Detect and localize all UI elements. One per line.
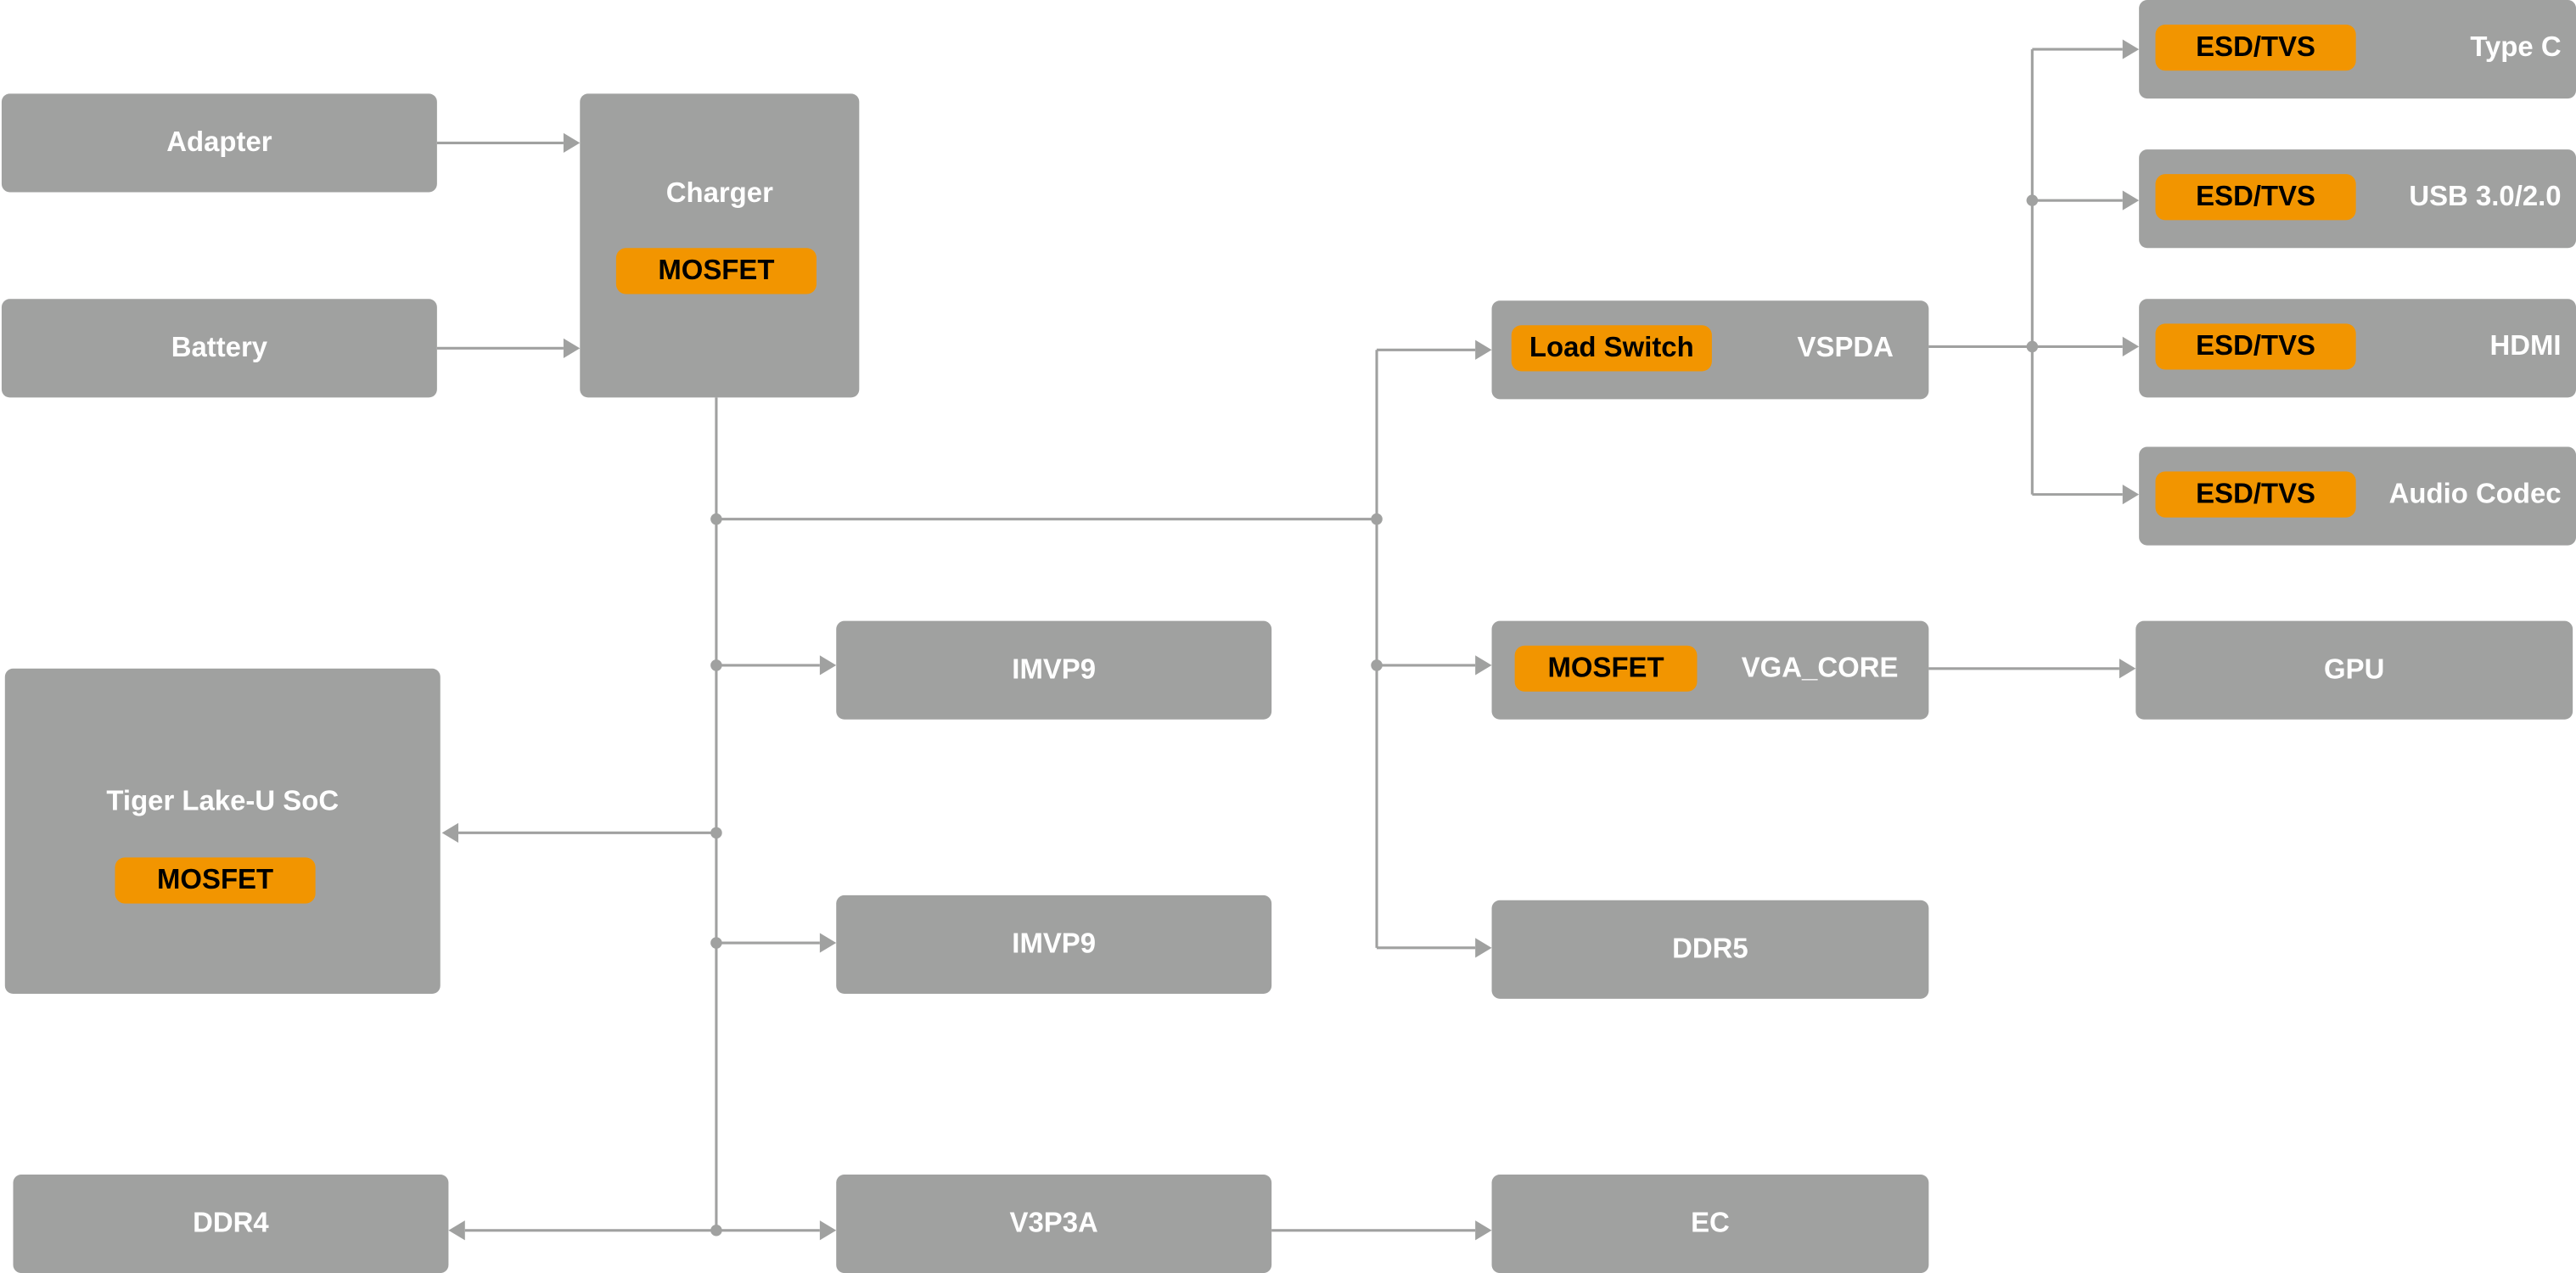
block-vspda: Load Switch VSPDA xyxy=(1491,300,1929,400)
component-mosfet: MOSFET xyxy=(615,248,817,294)
arrow-head xyxy=(1475,339,1492,360)
component-load-switch: Load Switch xyxy=(1511,325,1712,372)
block-label: USB 3.0/2.0 xyxy=(2409,180,2562,212)
block-type-c: ESD/TVS Type C xyxy=(2139,0,2576,99)
block-ddr4: DDR4 xyxy=(13,1174,449,1273)
arrow-head xyxy=(819,933,837,953)
block-label: IMVP9 xyxy=(1012,653,1097,686)
block-label: Audio Codec xyxy=(2388,478,2562,510)
component-esd-tvs: ESD/TVS xyxy=(2155,471,2356,518)
arrow-head xyxy=(2122,485,2140,505)
block-label: VSPDA xyxy=(1797,331,1894,363)
arrow-head xyxy=(2119,659,2136,679)
component-esd-tvs: ESD/TVS xyxy=(2155,25,2356,71)
arrow-head xyxy=(1475,655,1492,676)
arrow-head xyxy=(2122,336,2140,357)
block-vga-core: MOSFET VGA_CORE xyxy=(1491,620,1929,720)
block-label: Adapter xyxy=(166,126,272,158)
arrow-head xyxy=(563,132,581,154)
block-label: Tiger Lake-U SoC xyxy=(106,785,340,816)
arrow-head xyxy=(819,1220,837,1241)
block-soc: Tiger Lake-U SoC MOSFET xyxy=(4,668,441,995)
block-usb: ESD/TVS USB 3.0/2.0 xyxy=(2139,149,2576,249)
junction-dot xyxy=(710,937,722,949)
block-hdmi: ESD/TVS HDMI xyxy=(2139,299,2576,398)
block-imvp9-b: IMVP9 xyxy=(836,894,1272,995)
junction-dot xyxy=(1371,659,1383,671)
block-ddr5: DDR5 xyxy=(1491,900,1929,999)
junction-dot xyxy=(710,1224,722,1237)
block-label: HDMI xyxy=(2489,330,2562,362)
arrow-head xyxy=(2122,190,2140,210)
block-label: VGA_CORE xyxy=(1741,652,1899,684)
block-gpu: GPU xyxy=(2135,620,2573,720)
block-ec: EC xyxy=(1491,1174,1929,1273)
block-label: Battery xyxy=(171,331,268,363)
block-charger: Charger MOSFET xyxy=(580,93,860,398)
component-mosfet: MOSFET xyxy=(115,857,316,904)
junction-dot xyxy=(710,827,722,839)
component-esd-tvs: ESD/TVS xyxy=(2155,174,2356,221)
block-battery: Battery xyxy=(1,299,437,398)
arrow-head xyxy=(448,1220,465,1241)
block-audio-codec: ESD/TVS Audio Codec xyxy=(2139,446,2576,546)
block-label: DDR5 xyxy=(1672,933,1748,965)
arrow-head xyxy=(441,822,459,843)
junction-dot xyxy=(710,513,722,525)
arrow-head xyxy=(1475,1220,1492,1241)
block-label: IMVP9 xyxy=(1012,928,1097,960)
arrow-head xyxy=(1475,938,1492,958)
component-esd-tvs: ESD/TVS xyxy=(2155,323,2356,370)
arrow-head xyxy=(819,655,837,676)
block-label: GPU xyxy=(2324,653,2385,686)
block-label: Charger xyxy=(665,177,773,209)
block-v3p3a: V3P3A xyxy=(836,1174,1272,1273)
block-label: Type C xyxy=(2470,31,2562,63)
arrow-head xyxy=(2122,39,2140,59)
block-imvp9-a: IMVP9 xyxy=(836,620,1272,720)
junction-dot xyxy=(710,659,722,671)
block-label: DDR4 xyxy=(193,1207,269,1239)
component-mosfet: MOSFET xyxy=(1514,645,1698,692)
block-label: EC xyxy=(1691,1207,1730,1239)
arrow-head xyxy=(563,338,581,358)
block-label: V3P3A xyxy=(1009,1207,1098,1239)
block-adapter: Adapter xyxy=(1,93,437,193)
